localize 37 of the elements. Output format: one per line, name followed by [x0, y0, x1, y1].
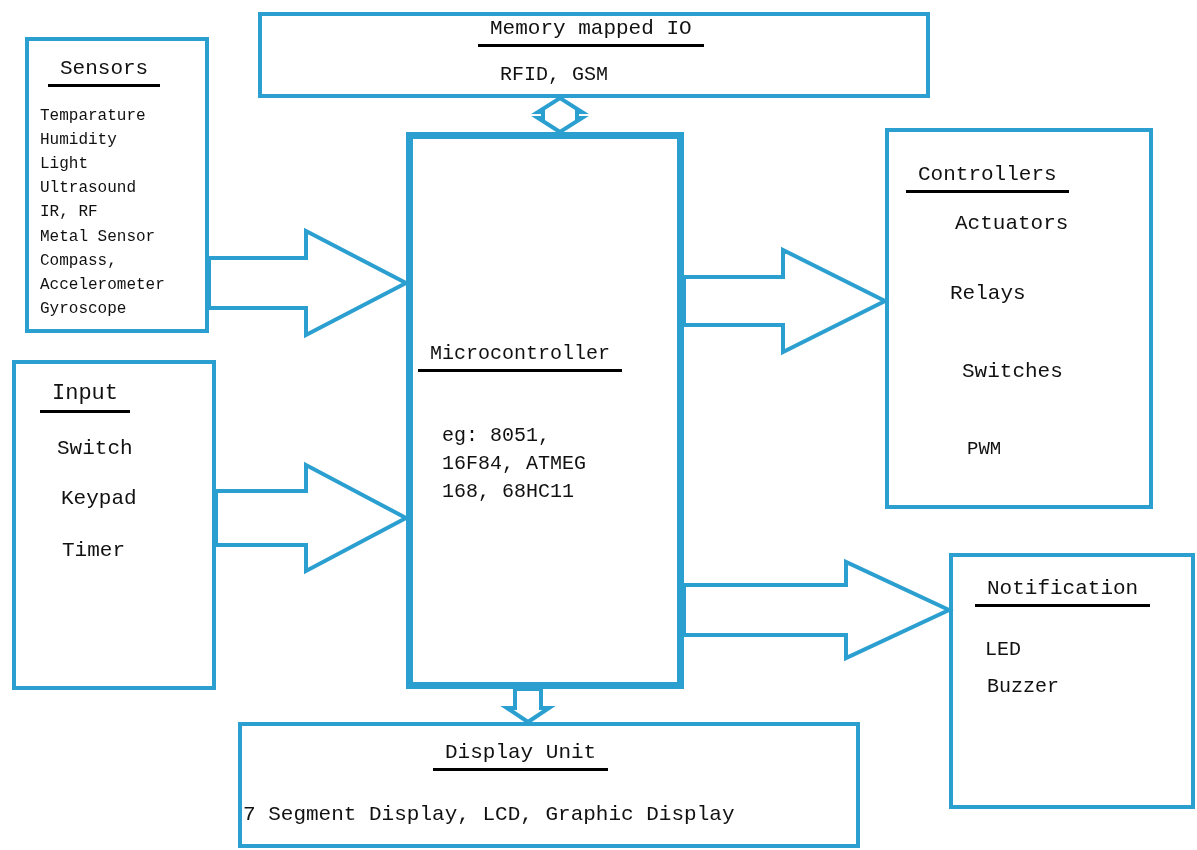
block-text: Compass, — [40, 252, 117, 272]
block-box — [258, 12, 930, 98]
block-box — [406, 132, 684, 689]
block-text: RFID, GSM — [500, 63, 609, 87]
block-box — [12, 360, 216, 690]
block-text: Metal Sensor — [40, 228, 156, 248]
block-text: Buzzer — [987, 675, 1059, 699]
block-heading: Sensors — [48, 56, 161, 88]
block-heading: Display Unit — [433, 740, 609, 772]
block-text: Timer — [62, 538, 125, 564]
block-box — [949, 553, 1195, 809]
block-heading: Controllers — [906, 162, 1069, 194]
block-arrow — [500, 687, 556, 725]
block-text: Accelerometer — [40, 276, 165, 296]
block-box — [238, 722, 860, 848]
block-text: Actuators — [955, 211, 1069, 237]
block-text: Ultrasound — [40, 179, 136, 199]
block-text: Light — [40, 155, 88, 175]
block-arrow — [531, 95, 589, 135]
block-box — [885, 128, 1153, 509]
block-text: LED — [985, 638, 1021, 662]
block-heading: Notification — [975, 576, 1151, 608]
block-text: Switch — [57, 436, 133, 462]
block-text: Switches — [962, 359, 1063, 385]
block-text: Temparature — [40, 107, 146, 127]
block-text: PWM — [967, 438, 1002, 461]
block-text: Relays — [950, 281, 1026, 307]
block-box — [25, 37, 209, 333]
block-text: Keypad — [61, 486, 137, 512]
block-heading: Microcontroller — [418, 342, 623, 372]
block-heading: Input — [40, 381, 130, 414]
block-text: 7 Segment Display, LCD, Graphic Display — [243, 802, 735, 828]
block-text: eg: 8051, 16F84, ATMEG 168, 68HC11 — [442, 423, 588, 505]
block-text: Humidity — [40, 131, 117, 151]
block-heading: Memory mapped IO — [478, 16, 704, 48]
block-text: IR, RF — [40, 203, 98, 223]
block-text: Gyroscope — [40, 300, 127, 320]
